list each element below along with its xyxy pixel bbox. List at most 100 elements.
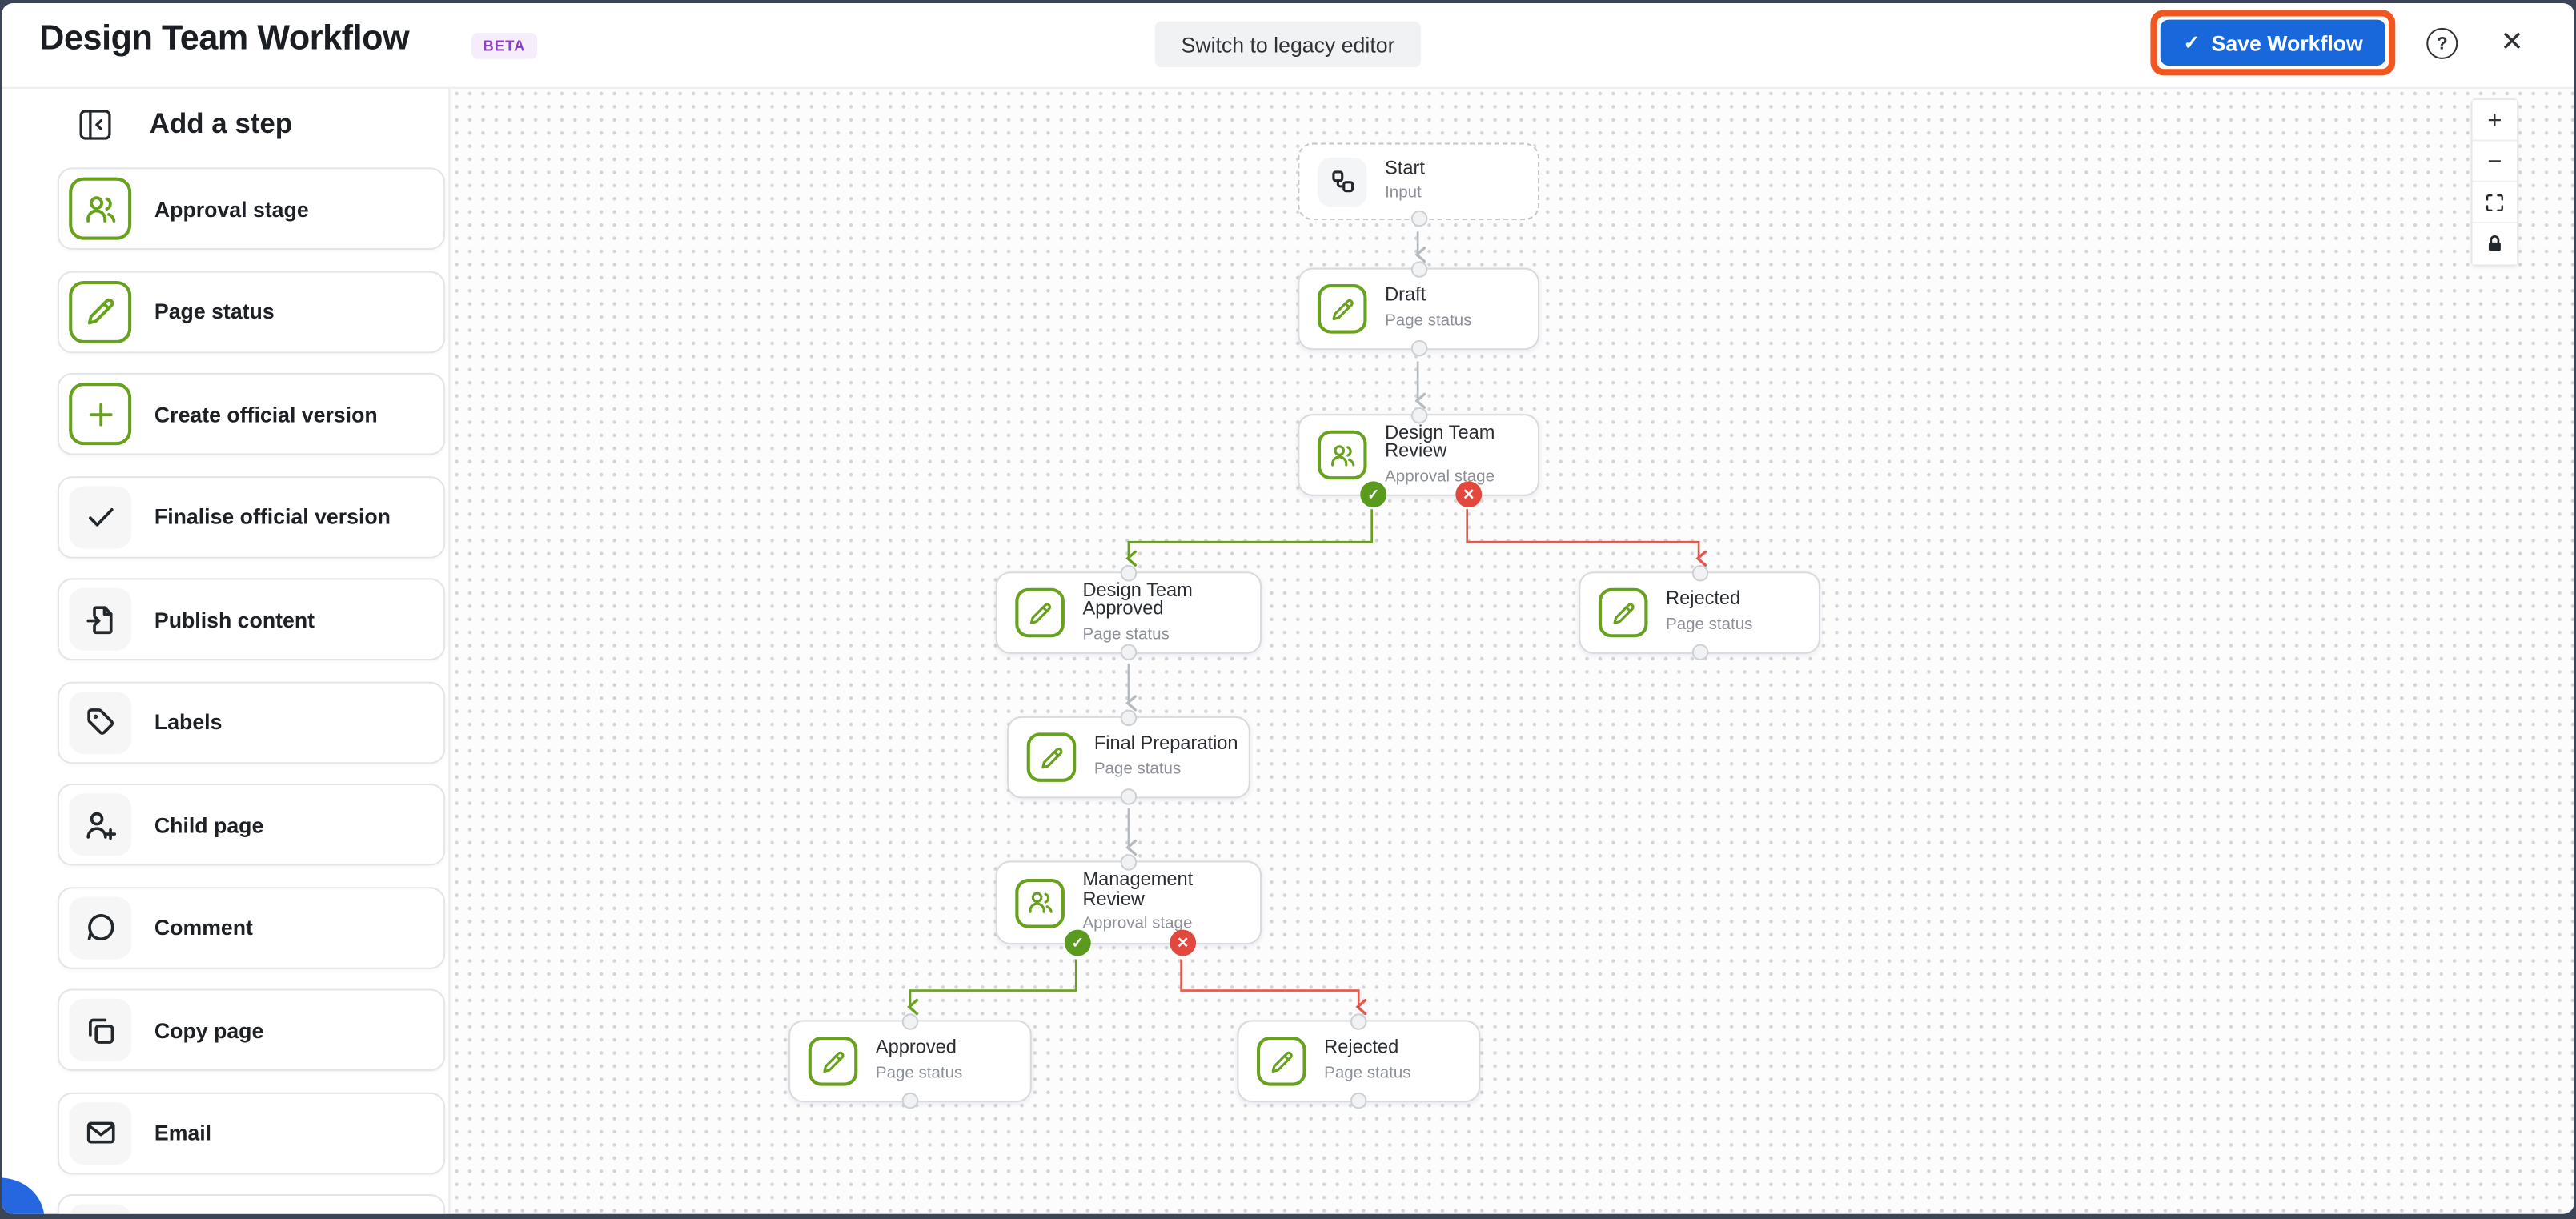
- plus-icon: [69, 383, 132, 446]
- panel-title: Add a step: [149, 108, 293, 140]
- step-icon: [69, 1204, 132, 1214]
- node-subtitle: Page status: [1666, 616, 1753, 634]
- sidebar-item-label: Child page: [154, 812, 264, 837]
- node-subtitle: Input: [1385, 184, 1422, 202]
- collapse-panel-icon[interactable]: [79, 108, 112, 141]
- node-subtitle: Page status: [1385, 311, 1472, 330]
- connector-port[interactable]: [1120, 854, 1138, 871]
- node-approved[interactable]: Approved Page status: [788, 1013, 1032, 1109]
- node-title: Rejected: [1324, 1038, 1399, 1059]
- user-plus-icon: [69, 793, 132, 856]
- sidebar-item-label: Labels: [154, 709, 223, 735]
- tag-icon: [69, 690, 132, 753]
- sidebar-item-approval-stage[interactable]: Approval stage: [57, 167, 446, 250]
- connector-port[interactable]: [1410, 261, 1427, 278]
- switch-to-legacy-editor-button[interactable]: Switch to legacy editor: [1154, 21, 1422, 68]
- sidebar-item-publish-content[interactable]: Publish content: [57, 578, 446, 661]
- workflow-canvas[interactable]: [450, 86, 2574, 1214]
- sidebar-item-child-page[interactable]: Child page: [57, 783, 446, 866]
- sidebar-item-label: Email: [154, 1120, 212, 1145]
- beta-badge: BETA: [471, 33, 537, 59]
- sidebar-item-label: Page status: [154, 299, 275, 324]
- save-workflow-button[interactable]: ✓ Save Workflow: [2160, 19, 2386, 66]
- help-button[interactable]: ?: [2426, 27, 2458, 59]
- pencil-icon: [1026, 732, 1077, 782]
- connector-port[interactable]: [1410, 339, 1427, 357]
- node-rejected-lower[interactable]: Rejected Page status: [1237, 1013, 1481, 1109]
- zoom-in-button[interactable]: +: [2472, 100, 2518, 142]
- sidebar-item-label: Comment: [154, 915, 253, 940]
- pencil-icon: [1015, 587, 1065, 638]
- node-title: Final Preparation: [1093, 734, 1238, 755]
- sidebar-item-finalise-official-version[interactable]: Finalise official version: [57, 475, 446, 558]
- connector-port[interactable]: [1350, 1092, 1367, 1109]
- connector-port[interactable]: [1120, 564, 1138, 582]
- connector-port[interactable]: [1120, 788, 1138, 805]
- sidebar-item-create-official-version[interactable]: Create official version: [57, 372, 446, 455]
- copy-icon: [69, 998, 132, 1061]
- node-subtitle: Page status: [1082, 624, 1170, 644]
- sidebar-item-label: Finalise official version: [154, 504, 391, 529]
- sidebar-item-page-status[interactable]: Page status: [57, 270, 446, 353]
- sidebar-item-label: Create official version: [154, 401, 378, 427]
- sidebar-item-labels[interactable]: Labels: [57, 680, 446, 764]
- connector-port[interactable]: [901, 1013, 919, 1030]
- node-title: Start: [1385, 158, 1425, 179]
- node-title: Draft: [1385, 286, 1426, 307]
- reject-port[interactable]: ✕: [1455, 481, 1483, 508]
- node-title: Rejected: [1666, 590, 1741, 610]
- pencil-icon: [1598, 587, 1648, 638]
- sidebar-item-copy-page[interactable]: Copy page: [57, 988, 446, 1072]
- node-design-team-approved[interactable]: Design Team Approved Page status: [995, 564, 1262, 661]
- reject-port[interactable]: ✕: [1170, 929, 1197, 956]
- pencil-icon: [1257, 1037, 1306, 1086]
- sidebar-item-label: Approval stage: [154, 196, 309, 222]
- sidebar-item-email[interactable]: Email: [57, 1091, 446, 1174]
- sidebar-item-comment[interactable]: Comment: [57, 886, 446, 968]
- connector-port[interactable]: [1691, 644, 1708, 661]
- page-title: Design Team Workflow: [39, 19, 410, 58]
- check-icon: ✓: [2183, 30, 2201, 54]
- node-title: Management Review: [1082, 870, 1194, 909]
- node-start[interactable]: Start Input: [1298, 142, 1540, 227]
- connector-port[interactable]: [1350, 1013, 1367, 1030]
- node-rejected-upper[interactable]: Rejected Page status: [1579, 564, 1820, 661]
- users-icon: [1015, 877, 1065, 928]
- pencil-icon: [808, 1037, 858, 1086]
- node-final-preparation[interactable]: Final Preparation Page status: [1007, 709, 1250, 805]
- pencil-icon: [69, 279, 132, 343]
- node-subtitle: Page status: [875, 1064, 963, 1082]
- sidebar-item-partial[interactable]: [57, 1194, 446, 1214]
- save-workflow-label: Save Workflow: [2211, 30, 2363, 55]
- close-button[interactable]: ✕: [2492, 23, 2531, 62]
- check-icon: [69, 485, 132, 548]
- email-icon: [69, 1101, 132, 1165]
- node-draft[interactable]: Draft Page status: [1298, 261, 1540, 357]
- connector-port[interactable]: [1120, 644, 1138, 661]
- node-title: Design Team Approved: [1082, 580, 1193, 620]
- connector-port[interactable]: [1410, 407, 1427, 424]
- users-icon: [1317, 430, 1367, 480]
- add-step-panel: Add a step Approval stage Page status: [2, 86, 451, 1214]
- connector-port[interactable]: [901, 1092, 919, 1109]
- file-output-icon: [69, 587, 132, 651]
- node-title: Design Team Review: [1385, 423, 1495, 462]
- node-design-team-review[interactable]: Design Team Review Approval stage ✓ ✕: [1298, 407, 1540, 508]
- pencil-icon: [1317, 284, 1367, 334]
- fit-view-button[interactable]: [2472, 182, 2518, 224]
- approve-port[interactable]: ✓: [1360, 481, 1387, 508]
- node-subtitle: Page status: [1324, 1064, 1411, 1082]
- users-icon: [69, 177, 132, 240]
- sidebar-item-label: Copy page: [154, 1017, 264, 1043]
- connector-port[interactable]: [1691, 564, 1708, 582]
- connector-port[interactable]: [1410, 210, 1427, 227]
- approve-port[interactable]: ✓: [1064, 929, 1091, 956]
- node-management-review[interactable]: Management Review Approval stage ✓ ✕: [995, 854, 1262, 956]
- workflow-icon: [1317, 156, 1367, 207]
- node-title: Approved: [875, 1038, 957, 1059]
- sidebar-item-label: Publish content: [154, 607, 315, 632]
- zoom-out-button[interactable]: −: [2472, 141, 2518, 182]
- lock-button[interactable]: [2472, 223, 2518, 265]
- node-subtitle: Page status: [1093, 760, 1182, 779]
- connector-port[interactable]: [1120, 709, 1138, 727]
